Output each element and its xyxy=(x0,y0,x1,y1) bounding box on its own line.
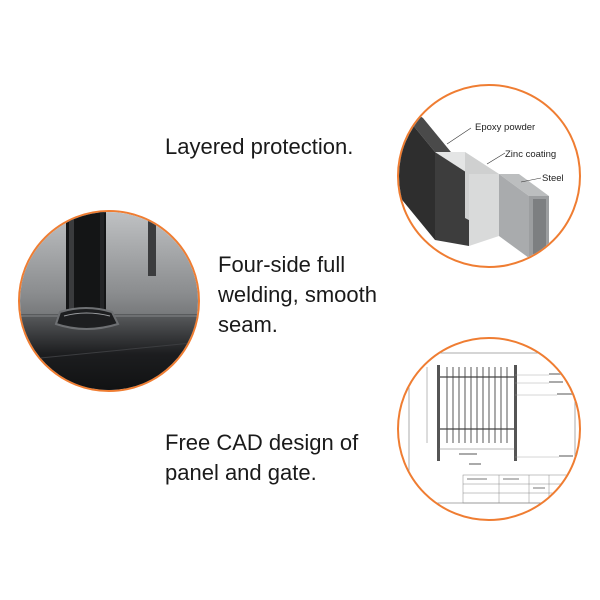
steel-leader-line xyxy=(520,177,542,183)
feature-text-line: panel and gate. xyxy=(165,460,317,485)
feature-layered-protection-text: Layered protection. xyxy=(165,132,353,162)
feature-text-line: Layered protection. xyxy=(165,134,354,159)
zinc-leader-line xyxy=(486,152,506,165)
cad-right-post xyxy=(514,365,517,461)
label-epoxy-powder: Epoxy powder xyxy=(475,122,535,133)
weld-seam-shine xyxy=(63,312,111,317)
cad-fence-pickets xyxy=(446,367,508,443)
steel-layer-front-face xyxy=(499,174,529,258)
horizontal-rail xyxy=(20,314,198,390)
cad-title-block-marks xyxy=(467,478,569,498)
label-steel: Steel xyxy=(542,173,564,184)
cad-left-post xyxy=(437,365,440,461)
zinc-layer-side-face xyxy=(469,174,499,246)
welded-post-circle xyxy=(18,210,200,392)
far-post xyxy=(148,212,156,276)
cad-annotation-marks xyxy=(459,373,573,465)
welded-post-photo xyxy=(20,212,198,390)
cad-sheet-border xyxy=(408,352,576,504)
steel-layer-top-face xyxy=(499,174,549,196)
layered-tube-circle: Epoxy powder Zinc coating Steel xyxy=(397,84,581,268)
cad-drawing-circle xyxy=(397,337,581,521)
epoxy-leader-line xyxy=(446,127,472,145)
tube-hollow-end xyxy=(533,199,546,254)
label-zinc-coating: Zinc coating xyxy=(505,149,556,160)
post-edge xyxy=(100,212,104,316)
feature-welding-text: Four-side full welding, smooth seam. xyxy=(218,250,377,340)
epoxy-layer-front-face xyxy=(399,108,435,240)
cad-title-block xyxy=(462,474,576,504)
epoxy-layer-side-face xyxy=(435,152,469,246)
square-tube-layers-illustration: Epoxy powder Zinc coating Steel xyxy=(399,102,564,258)
feature-text-line: Four-side full xyxy=(218,252,346,277)
cad-annotation-leaders xyxy=(515,374,559,458)
feature-text-line: welding, smooth xyxy=(218,282,377,307)
feature-cad-text: Free CAD design of panel and gate. xyxy=(165,428,358,488)
weld-seam xyxy=(54,307,120,330)
feature-text-line: Free CAD design of xyxy=(165,430,359,455)
cad-drawing-illustration xyxy=(408,352,576,504)
post-highlight xyxy=(69,212,74,316)
feature-text-line: seam. xyxy=(218,312,278,337)
rail-edge xyxy=(20,341,198,361)
